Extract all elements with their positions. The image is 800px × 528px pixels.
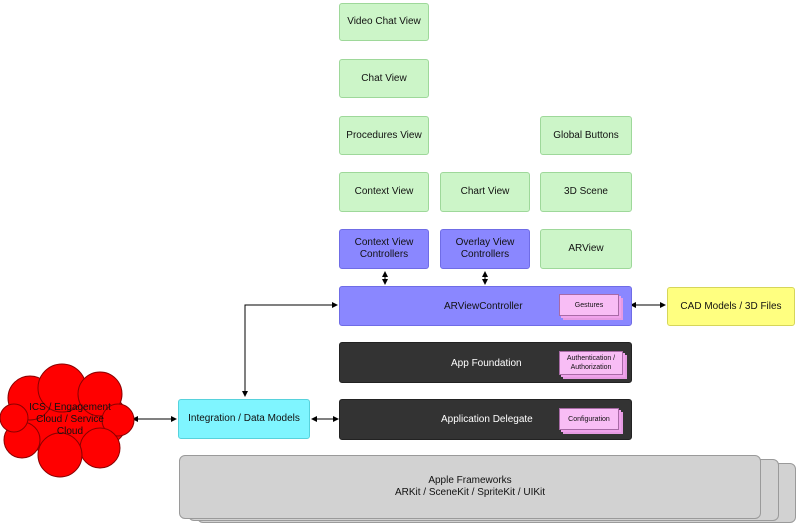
video-chat-view-node: Video Chat View [339, 3, 429, 41]
gestures-tag: Gestures [559, 294, 619, 316]
cloud-shape [0, 363, 135, 478]
scene-3d-node: 3D Scene [540, 172, 632, 212]
configuration-label: Configuration [568, 415, 610, 423]
cad-models-node: CAD Models / 3D Files [667, 287, 795, 326]
application-delegate-node: Application Delegate Configuration [339, 399, 632, 440]
arviewcontroller-node: ARViewController Gestures [339, 286, 632, 326]
authentication-label: Authentication / Authorization [566, 355, 616, 371]
arviewcontroller-label: ARViewController [444, 301, 523, 312]
scene-3d-label: 3D Scene [564, 186, 608, 197]
integration-data-models-label: Integration / Data Models [188, 413, 300, 424]
video-chat-view-label: Video Chat View [347, 16, 421, 27]
chat-view-node: Chat View [339, 59, 429, 98]
ics-cloud-label: ICS / Engagement Cloud / Service Cloud [29, 402, 111, 437]
chart-view-node: Chart View [440, 172, 530, 212]
context-view-controllers-label: Context View Controllers [354, 237, 414, 260]
global-buttons-node: Global Buttons [540, 116, 632, 155]
apple-frameworks-list: ARKit / SceneKit / SpriteKit / UIKit [394, 487, 546, 498]
arview-node: ARView [540, 229, 632, 269]
overlay-view-controllers-label: Overlay View Controllers [455, 237, 515, 260]
apple-frameworks-node: Apple Frameworks ARKit / SceneKit / Spri… [179, 455, 761, 519]
context-view-label: Context View [354, 186, 414, 197]
arview-label: ARView [568, 243, 604, 254]
procedures-view-node: Procedures View [339, 116, 429, 155]
integration-data-models-node: Integration / Data Models [178, 399, 310, 439]
procedures-view-label: Procedures View [346, 129, 422, 141]
application-delegate-label: Application Delegate [441, 414, 533, 425]
configuration-tag: Configuration [559, 408, 619, 430]
gestures-label: Gestures [574, 301, 604, 309]
chat-view-label: Chat View [361, 72, 407, 84]
app-foundation-node: App Foundation Authentication / Authoriz… [339, 342, 632, 383]
context-view-controllers-node: Context View Controllers [339, 229, 429, 269]
chart-view-label: Chart View [460, 186, 510, 197]
ics-cloud-node: ICS / Engagement Cloud / Service Cloud [14, 396, 126, 444]
overlay-view-controllers-node: Overlay View Controllers [440, 229, 530, 269]
authentication-tag: Authentication / Authorization [559, 351, 623, 375]
app-foundation-label: App Foundation [451, 358, 522, 369]
global-buttons-label: Global Buttons [553, 129, 619, 141]
apple-frameworks-title: Apple Frameworks [428, 475, 512, 486]
connector-integration-arviewcontroller [242, 302, 338, 397]
cad-models-label: CAD Models / 3D Files [680, 300, 782, 312]
context-view-node: Context View [339, 172, 429, 212]
